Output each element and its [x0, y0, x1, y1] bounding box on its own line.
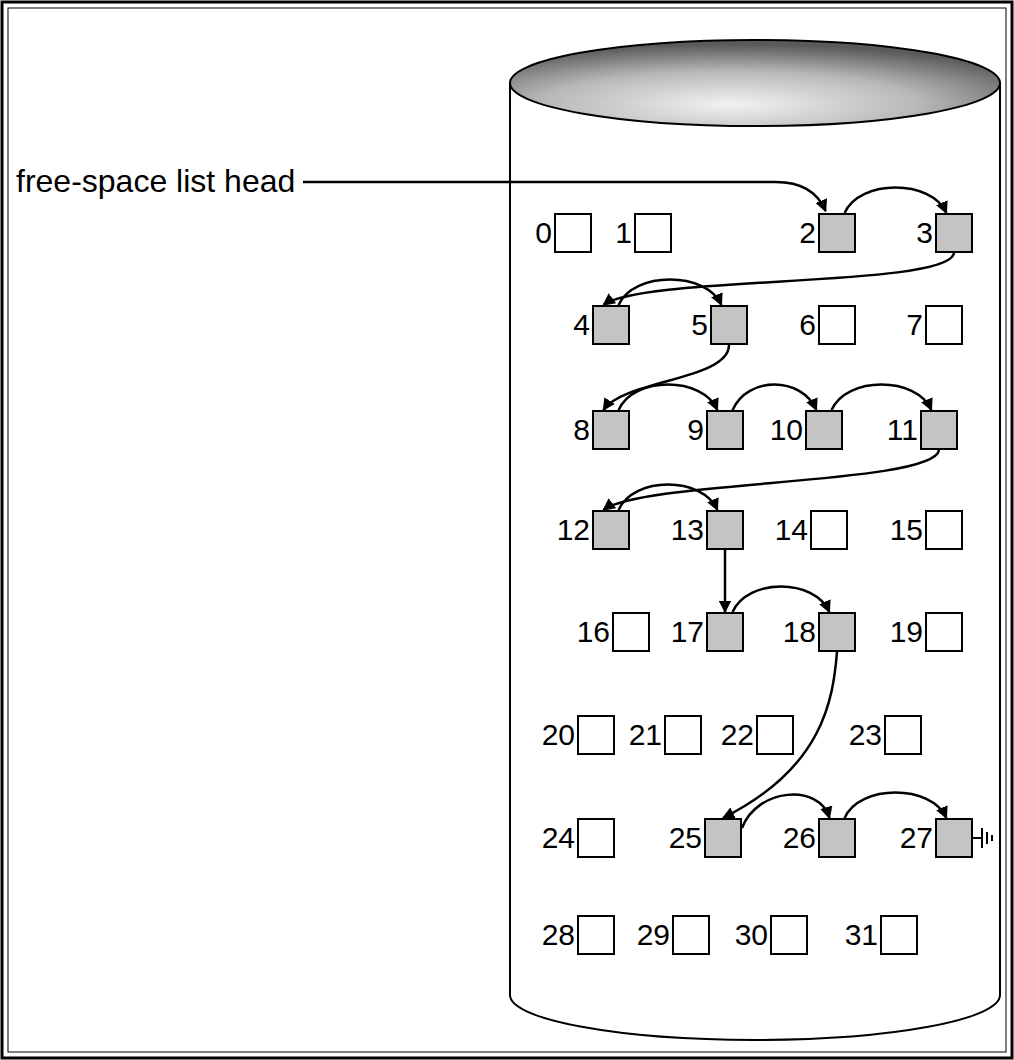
disk-block: 7 — [925, 305, 963, 345]
block-number: 15 — [890, 515, 923, 545]
block-number: 24 — [542, 823, 575, 853]
block-number: 16 — [577, 617, 610, 647]
disk-block: 21 — [664, 715, 702, 755]
block-number: 23 — [849, 720, 882, 750]
block-number: 3 — [916, 218, 933, 248]
list-head-label: free-space list head — [16, 164, 295, 199]
disk-block: 8 — [592, 410, 630, 450]
disk-block: 25 — [704, 818, 742, 858]
block-number: 10 — [770, 415, 803, 445]
disk-block: 23 — [884, 715, 922, 755]
disk-cylinder — [510, 83, 1000, 1040]
disk-block: 2 — [818, 213, 856, 253]
free-list-link — [603, 253, 954, 305]
block-number: 7 — [906, 310, 923, 340]
disk-block: 22 — [756, 715, 794, 755]
disk-block: 3 — [935, 213, 973, 253]
free-list-link — [845, 793, 947, 819]
block-number: 31 — [845, 920, 878, 950]
disk-block: 0 — [554, 213, 592, 253]
leader-arrow — [303, 182, 826, 211]
block-number: 26 — [783, 823, 816, 853]
block-number: 21 — [629, 720, 662, 750]
disk-block: 10 — [805, 410, 843, 450]
block-number: 30 — [735, 920, 768, 950]
block-number: 27 — [900, 823, 933, 853]
disk-block: 18 — [818, 612, 856, 652]
disk-block: 24 — [577, 818, 615, 858]
disk-block: 31 — [880, 915, 918, 955]
block-number: 1 — [615, 218, 632, 248]
block-number: 14 — [775, 515, 808, 545]
free-list-link — [619, 485, 718, 511]
disk-block: 6 — [818, 305, 856, 345]
disk-block: 1 — [634, 213, 672, 253]
free-list-link — [733, 587, 830, 613]
disk-block: 12 — [592, 510, 630, 550]
disk-block: 28 — [577, 915, 615, 955]
disk-block: 16 — [612, 612, 650, 652]
block-number: 13 — [671, 515, 704, 545]
inner-frame — [8, 8, 1006, 1052]
disk-block: 15 — [925, 510, 963, 550]
block-number: 19 — [890, 617, 923, 647]
free-list-link — [832, 385, 932, 411]
block-number: 17 — [671, 617, 704, 647]
disk-block: 5 — [710, 305, 748, 345]
free-list-link — [845, 188, 947, 214]
free-list-link — [603, 345, 729, 410]
free-list-link — [603, 450, 939, 510]
block-number: 2 — [799, 218, 816, 248]
disk-block: 29 — [672, 915, 710, 955]
block-number: 9 — [687, 415, 704, 445]
block-number: 8 — [573, 415, 590, 445]
free-list-link — [619, 280, 722, 306]
block-number: 18 — [783, 617, 816, 647]
disk-block: 11 — [920, 410, 958, 450]
free-list-link — [619, 385, 718, 411]
disk-block: 17 — [706, 612, 744, 652]
disk-block: 26 — [818, 818, 856, 858]
block-number: 5 — [691, 310, 708, 340]
disk-block: 14 — [810, 510, 848, 550]
disk-block: 20 — [577, 715, 615, 755]
block-number: 29 — [637, 920, 670, 950]
disk-block: 13 — [706, 510, 744, 550]
disk-block: 27 — [935, 818, 973, 858]
disk-block: 4 — [592, 305, 630, 345]
free-list-link — [733, 385, 817, 411]
disk-top — [510, 40, 1000, 126]
block-number: 25 — [669, 823, 702, 853]
block-number: 22 — [721, 720, 754, 750]
disk-block: 19 — [925, 612, 963, 652]
block-number: 28 — [542, 920, 575, 950]
block-number: 20 — [542, 720, 575, 750]
block-number: 4 — [573, 310, 590, 340]
block-number: 12 — [557, 515, 590, 545]
disk-block: 30 — [770, 915, 808, 955]
free-list-link — [724, 550, 727, 612]
block-number: 0 — [535, 218, 552, 248]
disk-block: 9 — [706, 410, 744, 450]
block-number: 6 — [799, 310, 816, 340]
block-number: 11 — [887, 415, 918, 445]
